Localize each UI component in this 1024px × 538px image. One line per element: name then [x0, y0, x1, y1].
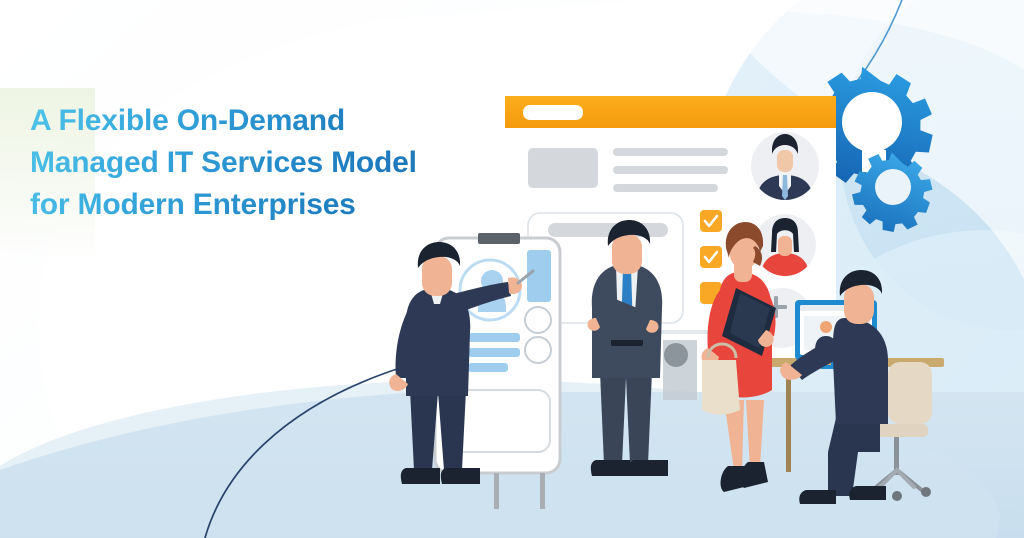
man-arms-crossed — [587, 220, 668, 476]
text-line-3 — [613, 184, 718, 192]
text-line-2 — [613, 166, 728, 174]
address-bar-pill — [523, 105, 583, 120]
woman-in-red-dress — [701, 222, 776, 492]
gear-small-icon — [851, 152, 933, 232]
hair — [607, 220, 651, 246]
checkbox-list — [700, 210, 722, 304]
hair — [417, 242, 461, 268]
page-title: A Flexible On-Demand Managed IT Services… — [30, 100, 490, 226]
inner-card-title — [548, 223, 668, 237]
hair — [839, 270, 883, 296]
marker-pen — [516, 269, 535, 285]
image-placeholder — [528, 148, 598, 188]
hand — [780, 362, 802, 380]
man-seated-at-desk — [780, 270, 888, 504]
shoe — [799, 490, 836, 504]
man-presenting-at-whiteboard — [389, 242, 535, 484]
heel — [740, 462, 768, 488]
text-line-1 — [613, 148, 728, 156]
handbag — [702, 360, 740, 415]
avatar-female — [754, 214, 816, 276]
checkbox-checked-1 — [700, 210, 722, 232]
headline-block: A Flexible On-Demand Managed IT Services… — [30, 100, 490, 226]
office-chair — [863, 362, 932, 501]
heel — [720, 466, 748, 492]
whiteboard-blue-block — [527, 250, 551, 302]
checkbox-checked-2 — [700, 246, 722, 268]
gear-large-icon — [811, 66, 933, 189]
whiteboard-clip — [478, 233, 520, 244]
back-wall-elements — [620, 330, 740, 400]
shoe — [849, 486, 886, 500]
hair — [725, 222, 764, 258]
headline-tint-block — [0, 88, 95, 263]
